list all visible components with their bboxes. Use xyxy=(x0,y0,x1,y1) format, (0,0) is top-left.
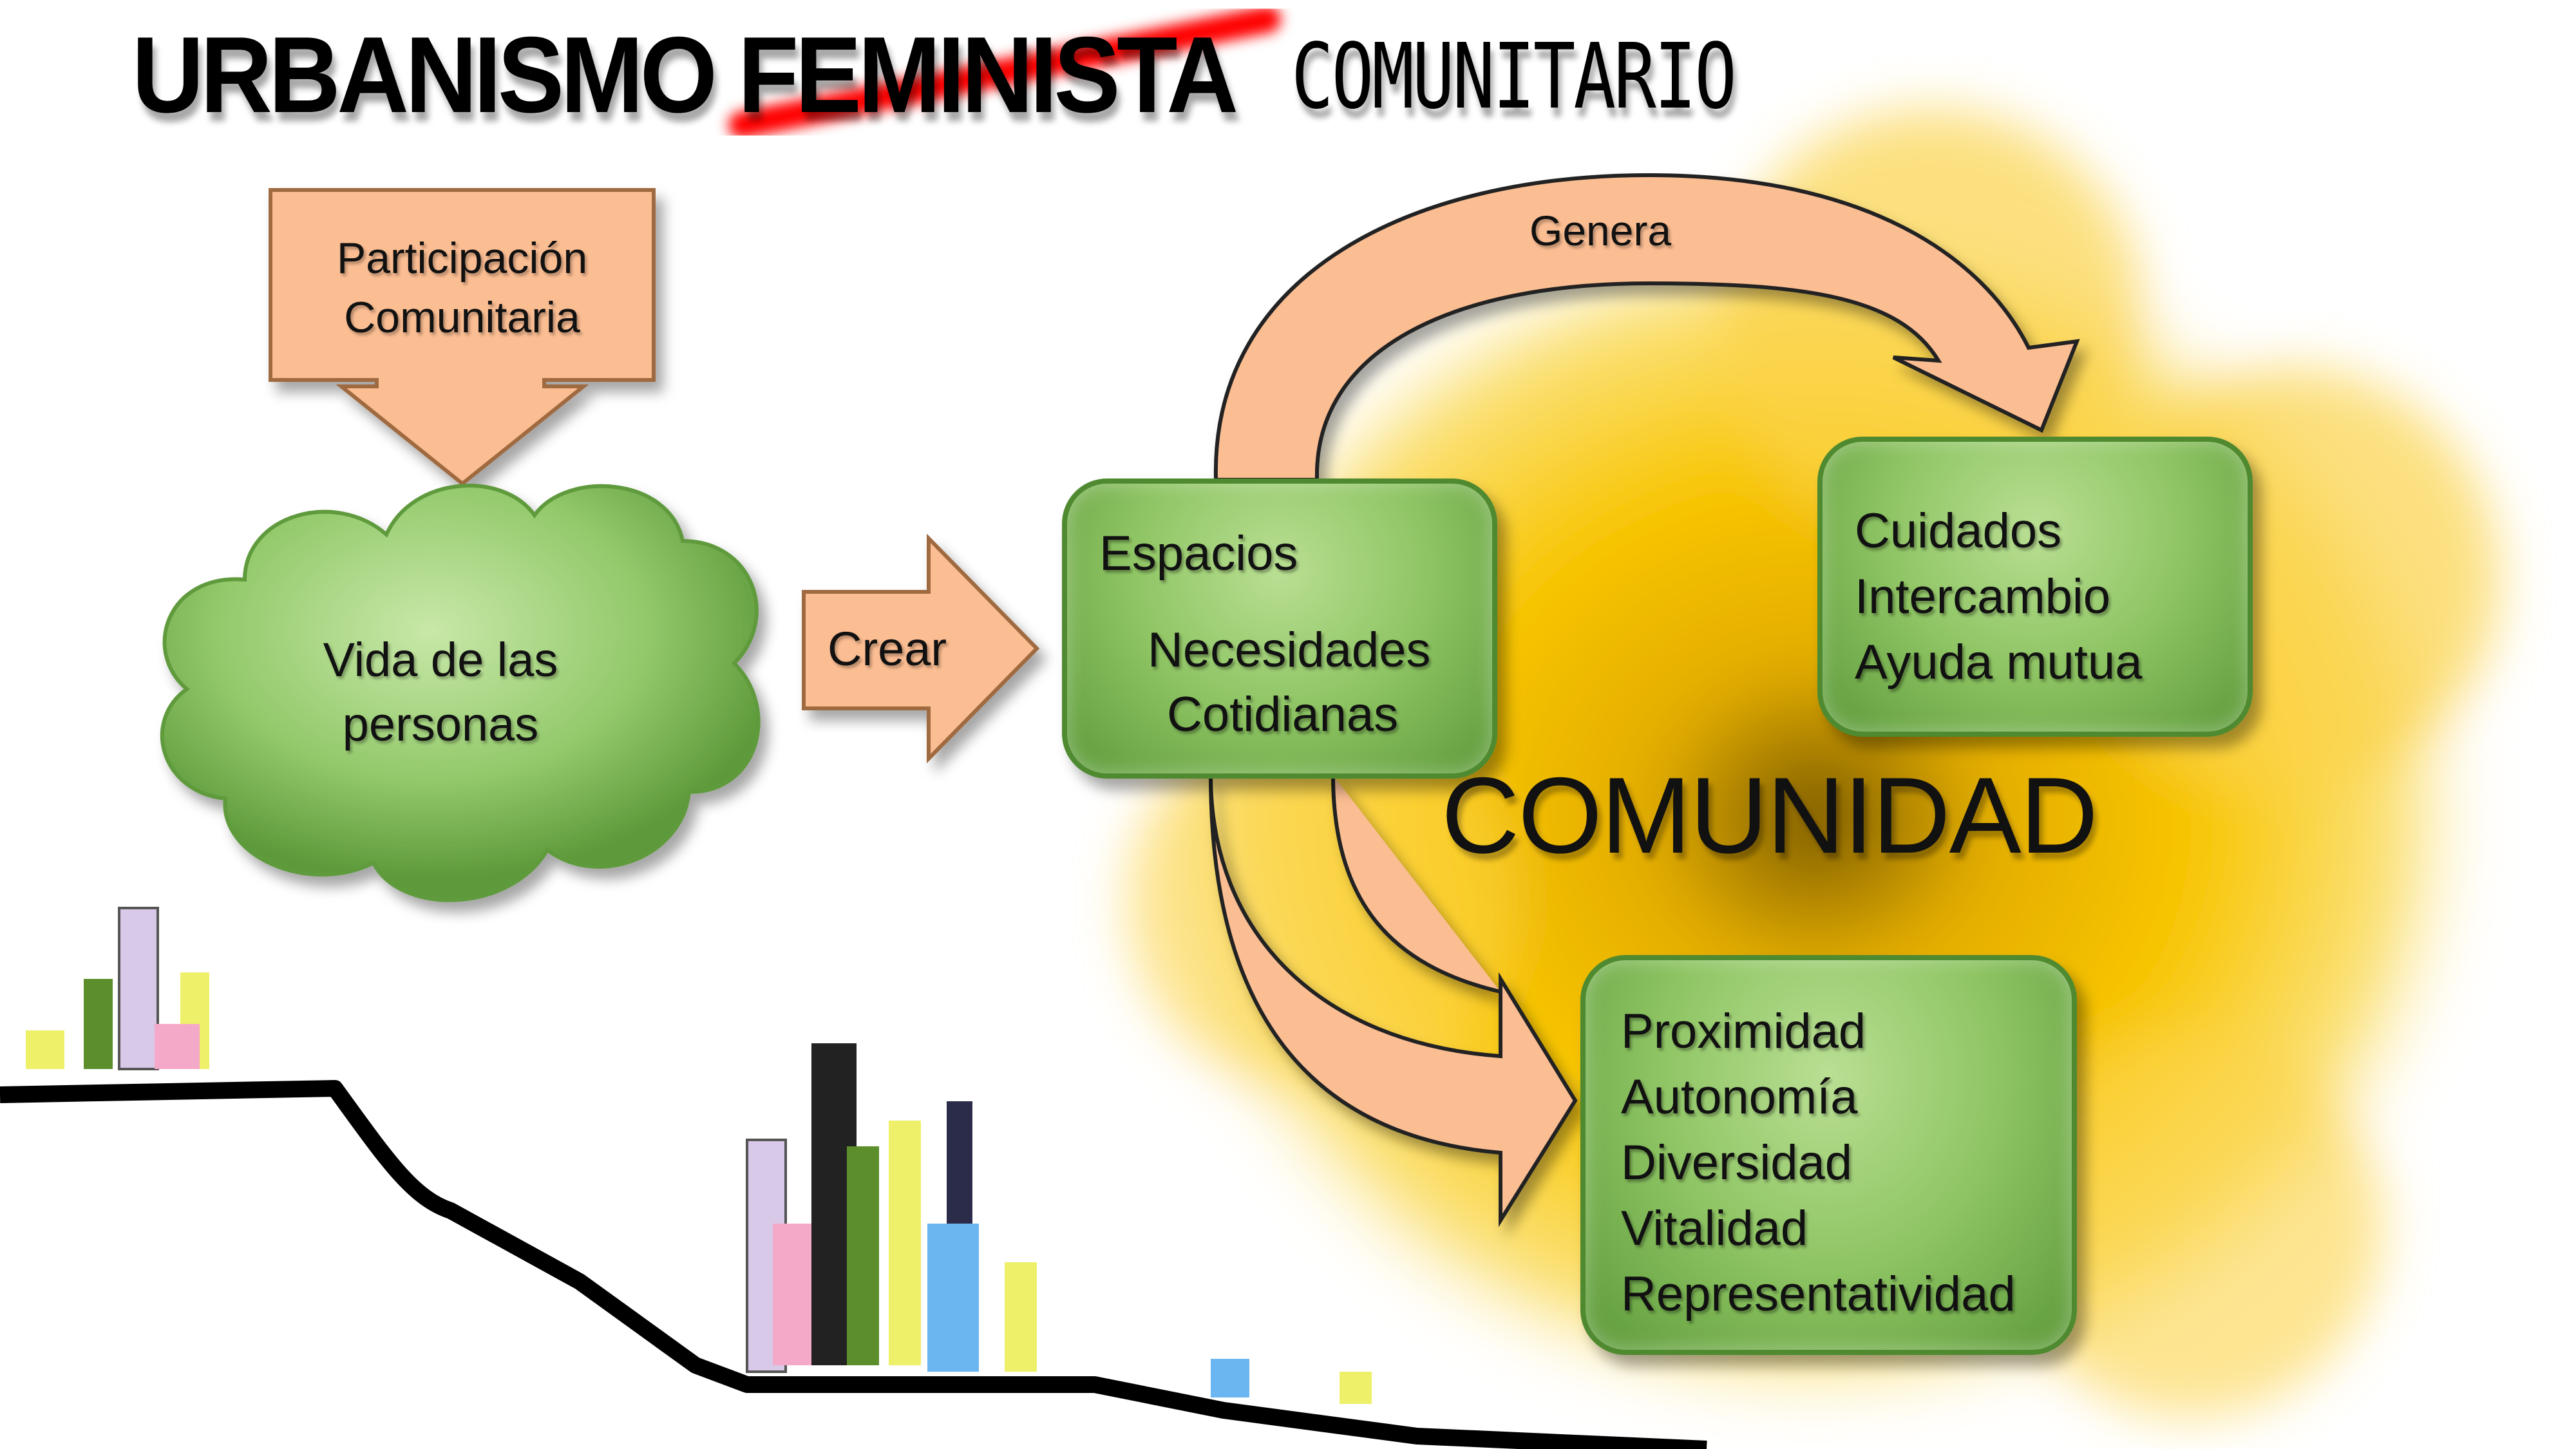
spaces-line2: Necesidades xyxy=(1148,623,1431,677)
quality-item: Autonomía xyxy=(1621,1070,1858,1124)
spaces-box: Espacios Necesidades Cotidianas xyxy=(1062,478,1497,779)
city-skyline xyxy=(0,907,1707,1449)
generates-arrow-shape xyxy=(1213,173,2080,482)
lower-arrow-shape xyxy=(1209,775,1578,1227)
cloud-line2: personas xyxy=(342,697,539,751)
cloud-shape xyxy=(160,484,761,902)
care-box: Cuidados Intercambio Ayuda mutua xyxy=(1817,437,2253,737)
community-label: COMUNIDAD xyxy=(1441,755,2098,876)
cloud-line1: Vida de las xyxy=(323,633,558,687)
quality-item: Proximidad xyxy=(1621,1004,1866,1059)
quality-item: Vitalidad xyxy=(1621,1201,1808,1256)
participation-arrow xyxy=(269,188,656,486)
title-replacement-word: COMUNITARIO xyxy=(1291,24,1737,129)
spaces-line1: Espacios xyxy=(1099,526,1298,581)
qualities-box: Proximidad Autonomía Diversidad Vitalida… xyxy=(1580,955,2077,1355)
create-label: Crear xyxy=(828,622,947,676)
generates-label: Genera xyxy=(1530,207,1672,254)
quality-item: Representatividad xyxy=(1621,1267,2016,1321)
care-item: Ayuda mutua xyxy=(1855,635,2143,690)
participation-box: Participación Comunitaria xyxy=(270,229,654,347)
quality-item: Diversidad xyxy=(1621,1135,1853,1190)
cloud-text: Vida de las personas xyxy=(247,628,634,757)
title-struck-word: FEMINISTA xyxy=(737,14,1238,135)
spaces-line3: Cotidianas xyxy=(1167,687,1399,742)
participation-line1: Participación xyxy=(336,234,588,283)
title-main: URBANISMO FEMINISTA xyxy=(132,14,1238,135)
participation-line2: Comunitaria xyxy=(344,293,580,342)
care-item: Intercambio xyxy=(1855,569,2111,624)
create-arrow-shape xyxy=(802,533,1040,764)
strike-line xyxy=(728,6,1281,138)
care-item: Cuidados xyxy=(1855,504,2062,558)
